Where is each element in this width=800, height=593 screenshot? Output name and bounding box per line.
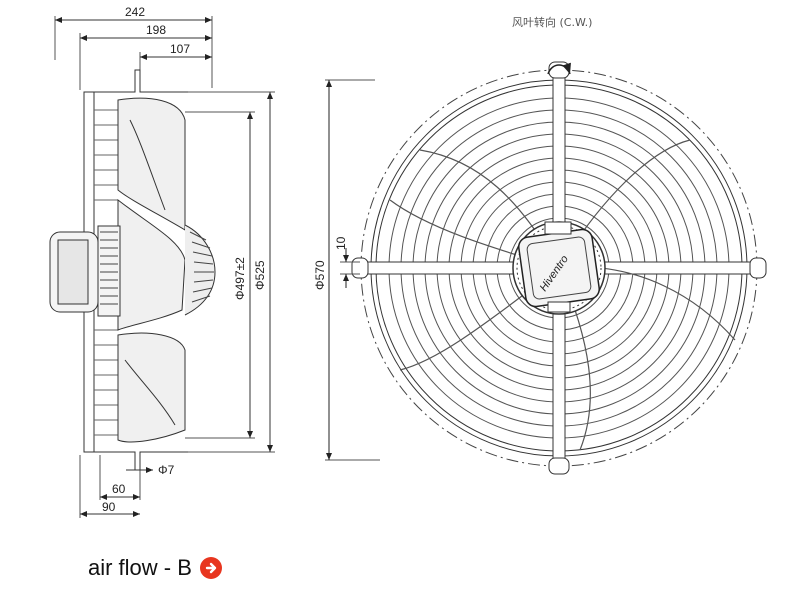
dim-mount-depth: 107: [170, 42, 190, 56]
dim-foot-offset-inner: 60: [112, 482, 126, 496]
dim-guard-depth: 198: [146, 23, 166, 37]
airflow-caption: air flow - B: [88, 555, 222, 581]
dim-overall-depth: 242: [125, 5, 145, 19]
dim-guard-diameter: Φ525: [253, 260, 267, 290]
dim-mount-slot: 10: [334, 236, 348, 250]
dim-outer-diameter: Φ570: [313, 260, 327, 290]
dim-foot-offset-outer: 90: [102, 500, 116, 514]
rotation-direction-label: 风叶转向 (C.W.): [512, 15, 592, 29]
dim-hole-diameter: Φ7: [158, 463, 175, 477]
arrow-right-circle-icon: [199, 557, 222, 579]
dim-blade-diameter: Φ497±2: [233, 257, 247, 300]
front-view: [325, 61, 767, 475]
side-view: [49, 16, 275, 518]
airflow-label: air flow - B: [88, 555, 192, 580]
